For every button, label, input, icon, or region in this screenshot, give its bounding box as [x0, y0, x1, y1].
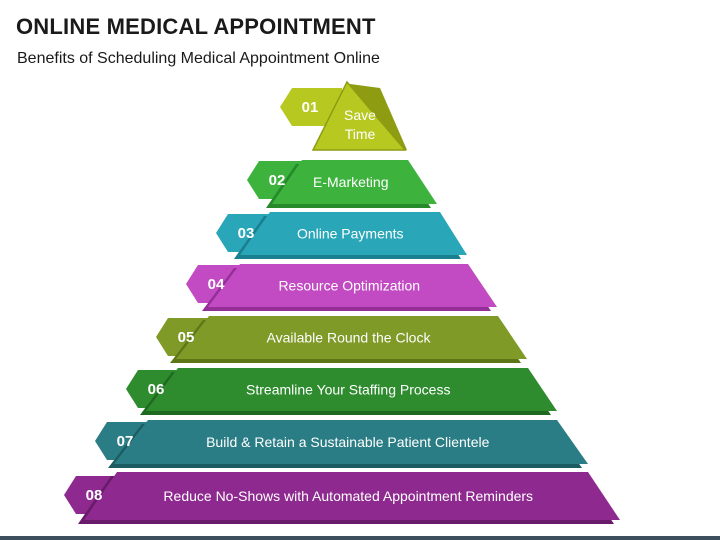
pyramid-level-07: 07 Build & Retain a Sustainable Patient C…	[95, 420, 588, 468]
level-label-line: Save	[344, 107, 376, 123]
level-band	[176, 316, 527, 359]
pyramid-level-06: 06 Streamline Your Staffing Process	[126, 368, 557, 415]
level-number: 03	[238, 225, 255, 242]
level-band	[240, 212, 467, 255]
level-number: 01	[302, 99, 319, 116]
level-number: 02	[269, 172, 286, 189]
pyramid-level-08: 08 Reduce No-Shows with Automated Appoint…	[64, 472, 620, 524]
level-label: Streamline Your Staffing Process	[246, 382, 450, 398]
level-label: Build & Retain a Sustainable Patient Cli…	[206, 434, 490, 450]
level-band	[84, 472, 620, 520]
level-band	[272, 160, 437, 204]
page-subtitle: Benefits of Scheduling Medical Appointme…	[17, 50, 380, 67]
level-label: Online Payments	[297, 226, 404, 242]
level-label: E-Marketing	[313, 174, 388, 190]
level-label: Resource Optimization	[278, 278, 420, 294]
page-title: ONLINE MEDICAL APPOINTMENT	[16, 14, 376, 39]
level-label: Available Round the Clock	[267, 330, 432, 346]
pyramid-level-02: 02 E-Marketing	[247, 160, 437, 208]
level-band	[114, 420, 588, 464]
level-label-line: Time	[345, 126, 376, 142]
bottom-accent-bar	[0, 536, 720, 540]
pyramid-level-03: 03 Online Payments	[216, 212, 467, 259]
pyramid-level-04: 04 Resource Optimization	[186, 264, 497, 311]
level-number: 06	[148, 381, 165, 398]
level-number: 08	[86, 487, 103, 504]
level-number: 05	[178, 329, 195, 346]
number-tag	[280, 88, 342, 126]
level-number: 07	[117, 433, 134, 450]
pyramid-level-05: 05 Available Round the Clock	[156, 316, 527, 363]
pyramid-apex	[311, 80, 407, 151]
level-label: Reduce No-Shows with Automated Appointme…	[163, 488, 533, 504]
level-number: 04	[208, 276, 225, 293]
level-band	[208, 264, 497, 307]
level-band	[146, 368, 557, 411]
